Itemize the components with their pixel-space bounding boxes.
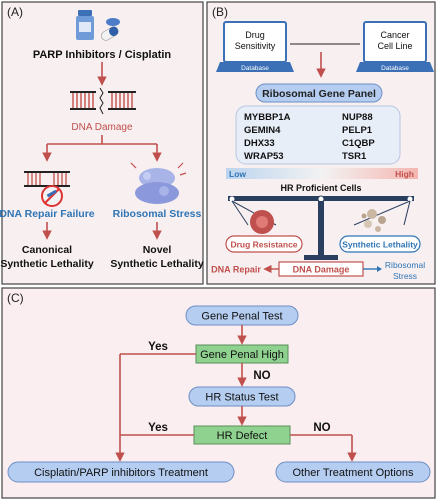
- gene-right-2: PELP1: [342, 125, 373, 136]
- gene-left-2: GEMIN4: [244, 125, 281, 136]
- low-label: Low: [229, 169, 246, 179]
- drug-label: PARP Inhibitors / Cisplatin: [33, 49, 172, 61]
- canonical-sl-label: Synthetic Lethality: [0, 258, 94, 270]
- gene-left-3: DHX33: [244, 138, 275, 149]
- cancer-cell-line-database: Cancer Cell Line Database: [356, 21, 434, 72]
- ribosomal-stress-line2: Stress: [393, 271, 417, 281]
- panel-b-letter: (B): [212, 5, 228, 19]
- hr-status-test-label: HR Status Test: [205, 392, 278, 404]
- synthetic-lethality-label: Synthetic Lethality: [342, 240, 418, 250]
- dna-damage-label: DNA Damage: [71, 122, 133, 133]
- drug-resistance-label: Drug Resistance: [230, 240, 297, 250]
- novel-label: Novel: [143, 244, 172, 256]
- db-right-line2: Cell Line: [377, 41, 412, 51]
- db-right-line1: Cancer: [380, 30, 409, 40]
- ribosomal-stress-line1: Ribosomal: [385, 260, 425, 270]
- synthetic-lethality-pill: [339, 235, 421, 253]
- novel-sl-label: Synthetic Lethality: [110, 258, 204, 270]
- db-left-line1: Drug: [245, 30, 265, 40]
- panel-b-dna-damage: DNA Damage: [293, 265, 350, 275]
- gene-panel-title: Ribosomal Gene Panel: [262, 88, 376, 100]
- db-left-footer: Database: [241, 65, 269, 72]
- hr-proficient-label: HR Proficient Cells: [280, 183, 361, 193]
- panel-c-letter: (C): [7, 291, 24, 305]
- gene-right-4: TSR1: [342, 151, 367, 162]
- pills-icon: [76, 10, 120, 41]
- gene-penal-high-label: Gene Penal High: [200, 349, 284, 361]
- canonical-label: Canonical: [22, 244, 72, 256]
- other-treatment-label: Other Treatment Options: [292, 467, 414, 479]
- gene-penal-test-label: Gene Penal Test: [201, 311, 282, 323]
- no2-label: NO: [313, 422, 330, 434]
- other-treatment-node: [275, 461, 431, 483]
- branch-connector: [42, 135, 162, 162]
- ribosomal-stress-label: Ribosomal Stress: [113, 208, 202, 220]
- no1-label: NO: [253, 370, 270, 382]
- db-right-footer: Database: [381, 65, 409, 72]
- panel-a: (A) PARP Inhibitors / Cisplatin: [0, 1, 204, 285]
- drug-sensitivity-database: Drug Sensitivity Database: [216, 21, 294, 72]
- gene-list-box: [235, 105, 401, 165]
- yes1-label: Yes: [148, 341, 168, 353]
- drug-resistance-pill: [225, 235, 303, 253]
- gene-left-4: WRAP53: [244, 151, 284, 162]
- gene-right-3: C1QBP: [342, 138, 375, 149]
- panel-a-letter: (A): [7, 5, 23, 19]
- arrowhead-blue: [377, 266, 382, 272]
- gene-right-1: NUP88: [342, 112, 373, 123]
- expression-gradient-bar: [226, 168, 418, 179]
- fragmented-cell-icon: [361, 209, 386, 232]
- treatment-node: [7, 461, 235, 483]
- ribosome-icon: [130, 162, 187, 204]
- dna-repair-failure-icon: [24, 171, 70, 207]
- db-left-line2: Sensitivity: [235, 41, 276, 51]
- panel-c: (C) Gene Penal Test Gene Penal High Yes …: [1, 287, 436, 499]
- high-label: High: [395, 169, 414, 179]
- gene-panel-title-pill: [255, 83, 383, 103]
- dna-repair-label: DNA Repair: [211, 265, 261, 275]
- dna-break-icon: [70, 87, 136, 115]
- drug-resistance-cell-icon: [250, 210, 274, 234]
- treatment-label: Cisplatin/PARP inhibitors Treatment: [34, 467, 208, 479]
- dna-repair-failure-label: DNA Repair Failure: [0, 208, 95, 220]
- hr-defect-label: HR Defect: [217, 430, 268, 442]
- yes2-label: Yes: [148, 422, 168, 434]
- gene-left-1: MYBBP1A: [244, 112, 291, 123]
- panel-b: (B) Drug Sensitivity Database Cancer Cel…: [206, 1, 436, 285]
